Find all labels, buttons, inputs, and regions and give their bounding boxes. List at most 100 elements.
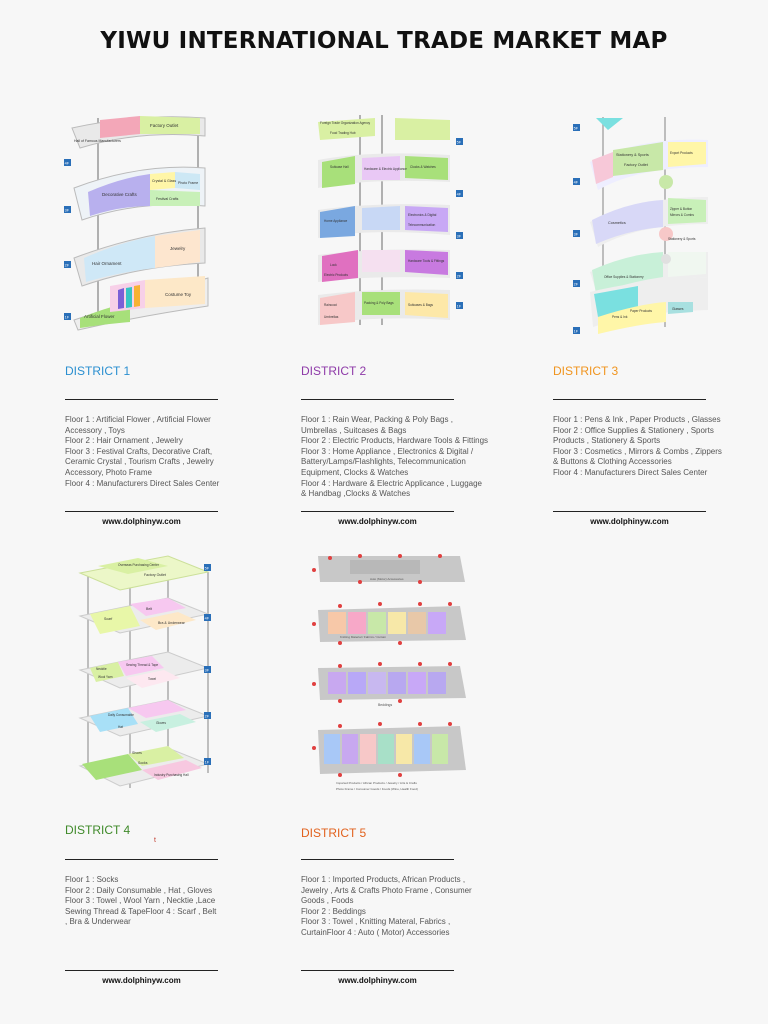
d3-floor-marker-4f: 4F (574, 181, 579, 185)
d2-line-5: Battery/Lamps/Flashlights, Telecommunica… (301, 457, 466, 467)
d4-floor-marker-4f: 4F (205, 617, 210, 621)
d3-label-mirrors-combs: Mirrors & Combs (670, 213, 694, 217)
d4-label-scarf: Scarf (104, 617, 112, 621)
d2-label-umbrellas: Umbrellas (324, 315, 339, 319)
d4-floor-marker-3f: 3F (205, 669, 210, 673)
d3-label-zipper-button: Zipper & Button (670, 207, 692, 211)
d1-label-factory-outlet: Factory Outlet (150, 123, 179, 128)
d2-floor-marker-1f: 1F (457, 305, 462, 309)
district-3-website-link[interactable]: www.dolphinyw.com (590, 517, 669, 526)
page-title: YIWU INTERNATIONAL TRADE MARKET MAP (100, 28, 668, 54)
d1-line-6: Accessory, Photo Frame (65, 467, 152, 477)
district-4-website-link[interactable]: www.dolphinyw.com (102, 976, 181, 985)
d1-line-3: Floor 2 : Hair Ornament , Jewelry (65, 436, 183, 446)
d4-label-socks: Socks (138, 761, 148, 765)
d1-label-crystal: Crystal & Glass (152, 179, 176, 183)
d4-floor-marker-5f: 5F (205, 567, 210, 571)
d2-floor-marker-4f: 4F (457, 193, 462, 197)
district-5-title: DISTRICT 5 (301, 826, 367, 840)
d2-label-hardware-tools: Hardware Tools & Fittings (408, 259, 445, 263)
district-1-rule-bottom (65, 511, 218, 512)
d3-label-pens-ink: Pens & Ink (612, 315, 628, 319)
d2-floor-marker-2f: 2F (457, 275, 462, 279)
d1-label-decorative-crafts: Decorative Crafts (102, 192, 138, 197)
d1-label-famous-manufacturers: Hall of Famous Manufacturers (74, 139, 121, 143)
d4-label-hat: Hat (118, 725, 123, 729)
d5-line-6: CurtainFloor 4 : Auto ( Motor) Accessori… (301, 927, 450, 937)
stray-mark: t (154, 837, 156, 844)
district-2-rule-top (301, 399, 454, 400)
d1-line-1: Floor 1 : Artificial Flower , Artificial… (65, 415, 211, 424)
d4-label-overseas-purchasing: Overseas Purchasing Center (118, 563, 160, 567)
d4-label-daily-consumable: Daily Consumable (108, 713, 134, 717)
d4-label-towel: Towel (148, 677, 156, 681)
d5-caption-floor4: Auto (Motor) Accessories (370, 577, 404, 581)
d5-line-4: Floor 2 : Beddings (301, 906, 366, 916)
d2-label-telecommunication: Telecommunication (408, 223, 436, 227)
d1-label-jewelry: Jewelry (170, 246, 186, 251)
d1-floor-marker-2f: 2F (65, 264, 70, 268)
d2-label-food-trading: Food Trading Hub (330, 131, 356, 135)
d3-floor-marker-2f: 2F (574, 283, 579, 287)
d3-label-paper-products: Paper Products (630, 309, 652, 313)
d4-label-sewing-thread: Sewing Thread & Tape (126, 663, 158, 667)
d2-line-2: Umbrellas , Suitcases & Bags (301, 425, 407, 435)
d5-line-5: Floor 3 : Towel , Knitting Materal, Fabr… (301, 917, 451, 927)
d4-label-factory-outlet: Factory Outlet (144, 573, 166, 577)
d4-line-4: Sewing Thread & TapeFloor 4 : Scarf , Be… (65, 906, 217, 916)
d3-line-4: Floor 3 : Cosmetics , Mirrors & Combs , … (553, 446, 722, 456)
d5-line-2: Jewelry , Arts & Crafts Photo Frame , Co… (301, 885, 472, 895)
d2-label-clocks-watches: Clocks & Watches (410, 165, 436, 169)
d1-label-costume-toy: Costume Toy (165, 292, 192, 297)
d5-caption-floor3: Knitting Material / Fabrics / Curtain (340, 635, 386, 639)
d2-label-raincoat: Raincoat (324, 303, 337, 307)
district-1-title: DISTRICT 1 (65, 364, 131, 378)
d5-caption-floor2: Beddings (378, 703, 392, 707)
district-2-website-link[interactable]: www.dolphinyw.com (338, 517, 417, 526)
d1-floor-marker-3f: 3F (65, 209, 70, 213)
d1-label-photo-frame: Photo Frame (178, 181, 198, 185)
d4-floor-marker-2f: 2F (205, 715, 210, 719)
district-3-title: DISTRICT 3 (553, 364, 619, 378)
d3-label-office-supplies: Office Supplies & Stationery (604, 275, 644, 279)
d3-line-2: Floor 2 : Office Supplies & Stationery ,… (553, 425, 714, 435)
d4-label-belt: Belt (146, 607, 152, 611)
district-3-map: Stationery & Sports Factory Outlet Expor… (573, 117, 708, 334)
d4-line-1: Floor 1 : Socks (65, 875, 119, 884)
d2-floor-marker-5f: 5F (457, 141, 462, 145)
d1-label-festival-crafts: Festival Crafts (156, 197, 179, 201)
d3-label-stationery-sports-4f: Stationery & Sports (616, 153, 649, 157)
district-5-rule-top (301, 859, 454, 860)
d3-line-1: Floor 1 : Pens & Ink , Paper Products , … (553, 415, 721, 424)
district-2-map: Foreign Trade Organization Agency Food T… (318, 115, 463, 325)
d2-line-6: Equipment, Clocks & Watches (301, 467, 409, 477)
d3-floor-marker-3f: 3F (574, 233, 579, 237)
d2-line-8: & Handbag ,Clocks & Watches (301, 489, 411, 499)
district-5-rule-bottom (301, 970, 454, 971)
d2-label-home-appliance: Home Appliance (324, 219, 347, 223)
d3-label-factory-outlet: Factory Outlet (624, 163, 649, 167)
d3-label-glasses: Glasses (672, 307, 684, 311)
d4-floor-marker-1f: 1F (205, 761, 210, 765)
district-5-website-link[interactable]: www.dolphinyw.com (338, 976, 417, 985)
district-2-rule-bottom (301, 511, 454, 512)
d1-floor-marker-4f: 4F (65, 162, 70, 166)
district-4-rule-top (65, 859, 218, 860)
d3-floor-marker-5f: 5F (574, 127, 579, 131)
d1-line-7: Floor 4 : Manufacturers Direct Sales Cen… (65, 478, 220, 488)
d4-label-industry-purchasing: Industry Purchasing Hall (154, 773, 189, 777)
d1-line-5: Ceramic Crystal , Tourism Crafts , Jewel… (65, 457, 214, 467)
d4-label-bra-underwear: Bra & Underwear (158, 621, 186, 625)
d4-label-wool-yarn: Wool Yarn (98, 675, 113, 679)
district-5-description: Floor 1 : Imported Products, African Pro… (301, 875, 472, 939)
d3-line-5: & Buttons & Clothing Accessories (553, 457, 672, 467)
d2-label-electronics: Electronics & Digital (408, 213, 437, 217)
d5-line-3: Goods , Foods (301, 896, 354, 906)
district-4-title: DISTRICT 4 (65, 823, 131, 837)
district-3-description: Floor 1 : Pens & Ink , Paper Products , … (553, 415, 722, 479)
district-2-title: DISTRICT 2 (301, 364, 367, 378)
district-1-website-link[interactable]: www.dolphinyw.com (102, 517, 181, 526)
d2-label-electric-products: Electric Products (324, 273, 348, 277)
district-3-rule-bottom (553, 511, 706, 512)
d1-label-hair-ornament: Hair Ornament (92, 261, 122, 266)
